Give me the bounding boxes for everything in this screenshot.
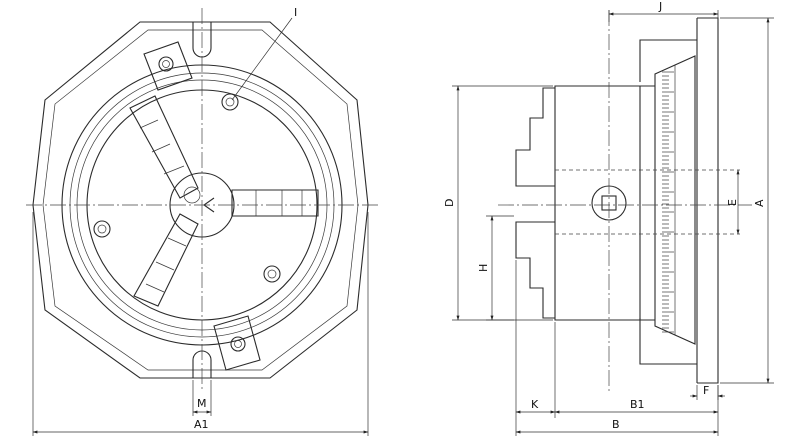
label-B1: B1 — [630, 398, 645, 411]
dim-E: E — [726, 169, 740, 235]
back-plate — [697, 17, 719, 384]
jaw-right — [231, 189, 319, 217]
front-view: I M A1 — [26, 6, 380, 436]
label-A: A — [753, 199, 766, 207]
stepped-jaw-upper — [515, 87, 555, 187]
front-outer-body — [32, 21, 369, 379]
dim-B1: B1 — [554, 385, 719, 436]
jaw-upper — [129, 95, 199, 199]
dim-F: F — [690, 384, 725, 400]
label-B: B — [612, 418, 620, 431]
dim-H: H — [477, 215, 514, 321]
clamp-block-top-left — [143, 41, 193, 91]
label-F: F — [703, 384, 709, 397]
hub-shoulder-bottom — [639, 318, 697, 365]
dim-A: A — [720, 17, 774, 384]
label-D: D — [443, 199, 456, 207]
side-view: J D H E A — [443, 0, 774, 436]
dim-D: D — [443, 85, 553, 321]
label-H: H — [477, 264, 490, 272]
hub-shoulder-top — [639, 39, 697, 82]
clamp-block-bottom-right — [213, 315, 261, 371]
label-J: J — [658, 0, 662, 13]
jaw-lower — [133, 213, 199, 307]
side-main-body — [554, 85, 655, 321]
leader-I — [231, 17, 293, 101]
bolt-hole-top — [221, 93, 239, 111]
center-bore — [183, 186, 201, 204]
label-E: E — [726, 199, 739, 206]
dim-A1: A1 — [32, 212, 369, 436]
dim-M: M — [192, 380, 212, 416]
dim-K: K — [515, 260, 556, 436]
bolt-hole-left — [93, 220, 111, 238]
stepped-jaw-lower — [515, 221, 555, 319]
label-K: K — [531, 398, 539, 411]
label-M: M — [197, 397, 207, 410]
label-A1: A1 — [194, 418, 209, 431]
bolt-hole-bottom-right — [263, 265, 281, 283]
graduated-scale-ring — [654, 55, 696, 345]
dim-J: J — [608, 0, 719, 22]
label-I: I — [294, 6, 297, 19]
dim-B: B — [515, 418, 719, 434]
front-inner-chamfer — [42, 29, 359, 371]
